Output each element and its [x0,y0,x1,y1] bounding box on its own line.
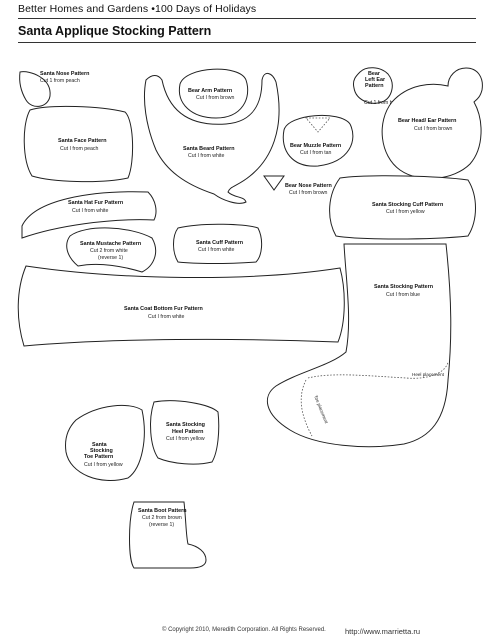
mustache-piece: Santa Mustache Pattern Cut 2 from white … [66,227,157,273]
stocking-cuff-label: Santa Stocking Cuff Pattern [372,202,443,208]
watermark-url[interactable]: http://www.marrietta.ru [345,627,421,636]
heel-placement-note: Heel placement [412,372,445,377]
hat-fur-cut: Cut I from white [72,208,108,214]
santa-cuff-label: Santa Cuff Pattern [196,240,243,246]
coat-fur-piece: Santa Coat Bottom Fur Pattern Cut I from… [17,265,345,347]
coat-fur-label: Santa Coat Bottom Fur Pattern [124,306,203,312]
bear-head-cut: Cut I from brown [414,126,452,132]
toe-cut: Cut I from yellow [84,462,123,468]
hat-fur-piece: Santa Hat Fur Pattern Cut I from white [21,191,157,239]
bear-arm-cut: Cut I from brown [196,95,234,101]
hat-fur-label: Santa Hat Fur Pattern [68,200,123,206]
title-rule [18,42,476,43]
coat-fur-cut: Cut I from white [148,314,184,320]
santa-nose-label: Santa Nose Pattern [40,71,89,77]
santa-face-label: Santa Face Pattern [58,138,107,144]
bear-nose-cut: Cut I from brown [289,190,327,196]
bear-head-label: Bear Head/ Ear Pattern [398,118,456,124]
bear-nose-piece: Bear Nose Pattern Cut I from brown [263,175,332,196]
mustache-cut: Cut 2 from white [90,248,128,254]
stocking-label: Santa Stocking Pattern [374,284,433,290]
bear-muzzle-piece: Bear Muzzle Pattern Cut I from tan [282,114,354,167]
santa-nose-cut: Cut 1 from peach [40,78,80,84]
santa-cuff-cut: Cut I from white [198,247,234,253]
boot-note: (reverse 1) [149,522,174,528]
santa-beard-piece: Santa Beard Pattern Cut I from white [143,73,280,204]
santa-face-piece: Santa Face Pattern Cut I from peach [23,105,134,183]
santa-face-cut: Cut I from peach [60,146,98,152]
heel-label-line1: Santa Stocking [166,422,205,428]
heel-cut: Cut I from yellow [166,436,205,442]
toe-label-line3: Toe Pattern [84,454,113,460]
bear-arm-label: Bear Arm Pattern [188,88,232,94]
stocking-toe-piece: Santa Stocking Toe Pattern Cut I from ye… [65,404,145,481]
bear-head-piece: Bear Head/ Ear Pattern Cut I from brown [381,67,483,180]
boot-piece: Santa Boot Pattern Cut 2 from brown (rev… [129,501,207,569]
bear-ear-label-line2: Left Ear [365,77,386,83]
page-title: Santa Applique Stocking Pattern [18,24,212,38]
mustache-label: Santa Mustache Pattern [80,241,141,247]
stocking-cuff-cut: Cut I from yellow [386,209,425,215]
santa-cuff-piece: Santa Cuff Pattern Cut I from white [173,223,263,264]
bear-arm-piece: Bear Arm Pattern Cut I from brown [178,68,249,119]
toe-label-line2: Stocking [90,448,113,454]
header-rule [18,18,476,19]
stocking-cuff-piece: Santa Stocking Cuff Pattern Cut I from y… [329,175,476,240]
bear-nose-label: Bear Nose Pattern [285,183,332,189]
copyright-notice: © Copyright 2010, Meredith Corporation. … [162,627,326,633]
bear-left-ear-piece: Bear Left Ear Pattern Cut 1 from brown [353,67,404,106]
boot-cut: Cut 2 from brown [142,515,182,521]
bear-muzzle-label: Bear Muzzle Pattern [290,143,341,149]
santa-beard-cut: Cut I from white [188,153,224,159]
toe-label-line1: Santa [92,442,108,448]
mustache-note: (reverse 1) [98,255,123,261]
bear-muzzle-cut: Cut I from tan [300,150,332,156]
stocking-piece: Santa Stocking Pattern Cut I from blue H… [267,243,452,448]
publication-header: Better Homes and Gardens •100 Days of Ho… [18,3,257,15]
santa-beard-label: Santa Beard Pattern [183,146,235,152]
bear-ear-cut: Cut 1 from brown [364,100,404,106]
heel-label-line2: Heel Pattern [172,429,203,435]
boot-label: Santa Boot Pattern [138,508,187,514]
bear-ear-label-line3: Pattern [365,83,384,89]
stocking-heel-piece: Santa Stocking Heel Pattern Cut I from y… [150,400,220,465]
bear-ear-label-line1: Bear [368,71,381,77]
santa-nose-piece: Santa Nose Pattern Cut 1 from peach [19,71,89,107]
stocking-cut: Cut I from blue [386,292,420,298]
